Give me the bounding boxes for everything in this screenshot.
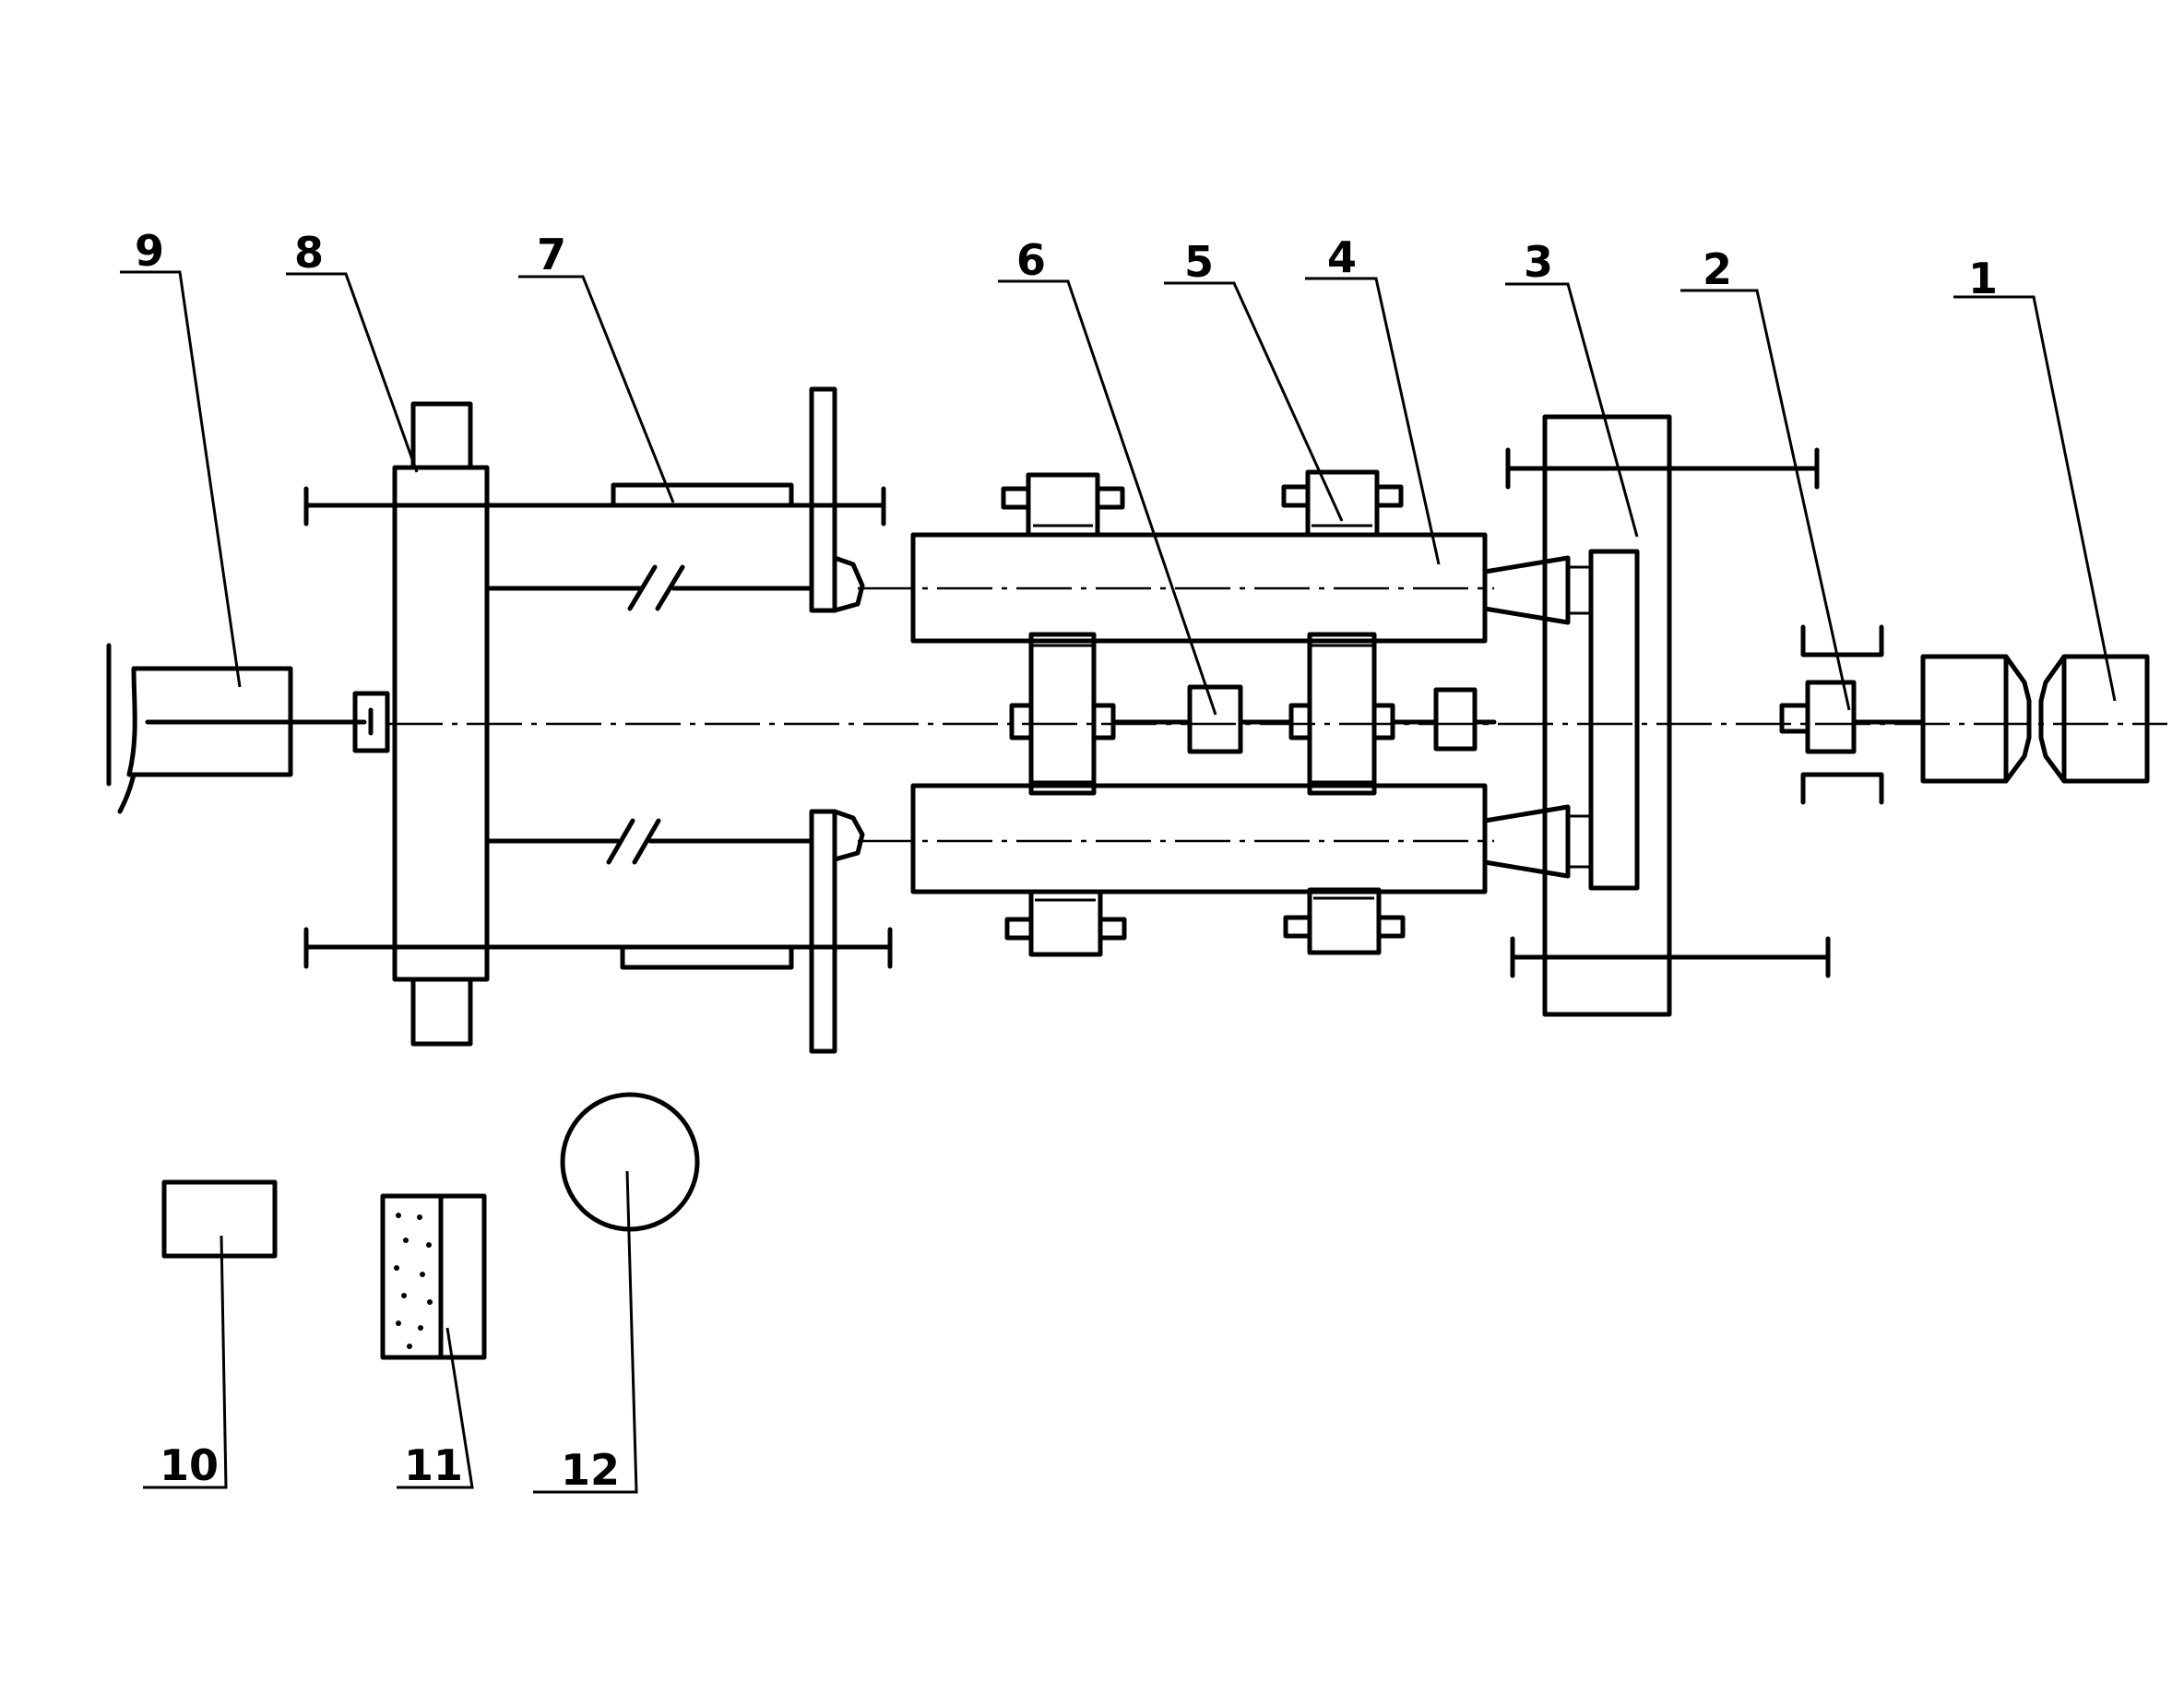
callout-7: 7 — [537, 230, 566, 279]
callout-3: 3 — [1524, 237, 1553, 287]
roll-tapers — [1482, 555, 1591, 879]
component-2-clutch — [1779, 624, 1884, 805]
component-11-filter — [380, 1193, 487, 1360]
centre-wheels — [1009, 632, 1395, 796]
callout-12: 12 — [561, 1445, 620, 1495]
callout-6: 6 — [1016, 235, 1046, 285]
pusher-plate — [809, 386, 865, 1054]
component-1-motor — [1851, 654, 2150, 784]
component-5-bearings — [1001, 469, 1406, 957]
callout-11: 11 — [404, 1440, 463, 1490]
callout-1: 1 — [1968, 254, 1998, 303]
callout-9: 9 — [135, 226, 164, 276]
callout-4: 4 — [1327, 232, 1357, 282]
component-12-disc — [560, 1092, 700, 1232]
centre-lines — [387, 586, 2167, 843]
callout-5: 5 — [1184, 237, 1214, 287]
component-10-block — [161, 1179, 278, 1259]
callout-labels: 1 2 3 4 5 6 7 8 9 10 11 12 — [135, 226, 1998, 1495]
callout-8: 8 — [294, 228, 324, 278]
callout-2: 2 — [1703, 244, 1732, 294]
coupling-9-8 — [352, 691, 390, 753]
callout-10: 10 — [160, 1440, 219, 1490]
component-7-slide-blocks — [611, 482, 794, 970]
push-rods — [484, 564, 814, 865]
leader-lines — [120, 270, 2117, 1494]
component-3-gearbox — [1505, 414, 1831, 1017]
component-9-drive-unit — [106, 643, 367, 814]
component-6-couplings — [1110, 684, 1497, 754]
